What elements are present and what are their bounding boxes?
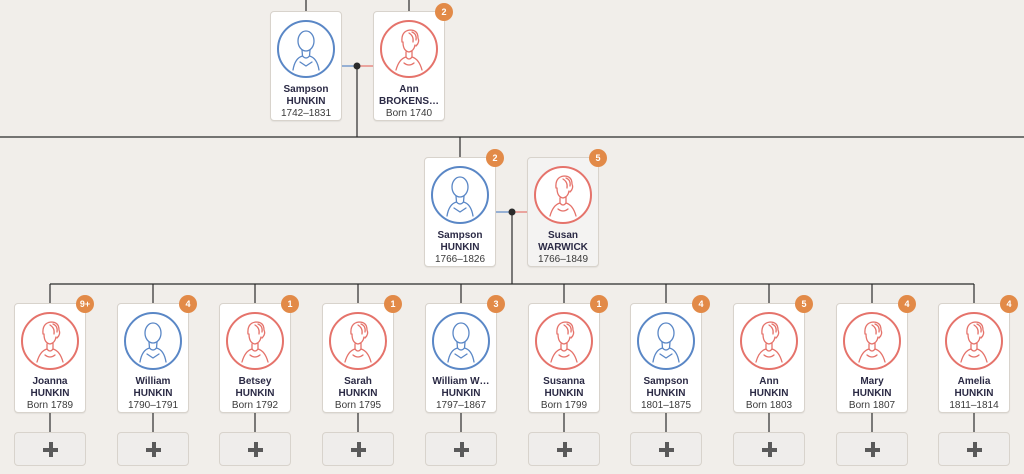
person-first-name: Ann (399, 84, 419, 95)
record-count-badge[interactable]: 9+ (76, 295, 94, 313)
record-count-badge[interactable]: 1 (281, 295, 299, 313)
record-count-badge[interactable]: 2 (486, 149, 504, 167)
avatar (380, 20, 438, 78)
record-count-badge[interactable]: 4 (1000, 295, 1018, 313)
record-count-badge[interactable]: 4 (898, 295, 916, 313)
person-dates: 1742–1831 (280, 108, 332, 119)
record-count-badge[interactable]: 4 (692, 295, 710, 313)
person-last-name: HUNKIN (338, 388, 378, 399)
add-child-button[interactable] (322, 432, 394, 466)
person-first-name: William (135, 376, 171, 387)
person-dates: Born 1799 (540, 400, 588, 411)
person-last-name: HUNKIN (286, 96, 326, 107)
avatar (329, 312, 387, 370)
person-first-name: Sampson (643, 376, 689, 387)
avatar (637, 312, 695, 370)
person-dates: 1811–1814 (949, 400, 999, 411)
person-dates: Born 1807 (848, 400, 896, 411)
add-child-button[interactable] (219, 432, 291, 466)
person-last-name: HUNKIN (852, 388, 892, 399)
person-first-name: Ann (759, 376, 779, 387)
record-count-badge[interactable]: 5 (589, 149, 607, 167)
avatar (277, 20, 335, 78)
person-last-name: HUNKIN (133, 388, 173, 399)
person-last-name: HUNKIN (544, 388, 584, 399)
avatar (432, 312, 490, 370)
person-first-name: Susanna (543, 376, 585, 387)
avatar (843, 312, 901, 370)
person-dates: Born 1795 (334, 400, 382, 411)
record-count-badge[interactable]: 2 (435, 3, 453, 21)
add-child-button[interactable] (14, 432, 86, 466)
person-last-name: HUNKIN (954, 388, 994, 399)
record-count-badge[interactable]: 3 (487, 295, 505, 313)
avatar (945, 312, 1003, 370)
person-first-name: Susan (547, 230, 578, 241)
add-child-button[interactable] (425, 432, 497, 466)
person-last-name: HUNKIN (749, 388, 789, 399)
person-dates: 1766–1826 (434, 254, 486, 265)
avatar (740, 312, 798, 370)
record-count-badge[interactable]: 4 (179, 295, 197, 313)
add-child-button[interactable] (117, 432, 189, 466)
person-last-name: BROKENS… (378, 96, 439, 107)
add-child-button[interactable] (938, 432, 1010, 466)
person-last-name: HUNKIN (235, 388, 275, 399)
person-dates: Born 1792 (231, 400, 279, 411)
person-first-name: Joanna (32, 376, 68, 387)
avatar (124, 312, 182, 370)
person-last-name: WARWICK (538, 242, 588, 253)
person-dates: 1797–1867 (435, 400, 487, 411)
person-last-name: HUNKIN (440, 242, 480, 253)
add-child-button[interactable] (630, 432, 702, 466)
avatar (535, 312, 593, 370)
person-dates: 1766–1849 (537, 254, 589, 265)
add-child-button[interactable] (528, 432, 600, 466)
person-last-name: HUNKIN (441, 388, 481, 399)
person-dates: Born 1740 (385, 108, 433, 119)
person-last-name: HUNKIN (646, 388, 686, 399)
person-dates: 1790–1791 (127, 400, 179, 411)
person-dates: 1801–1875 (640, 400, 692, 411)
person-first-name: Sampson (437, 230, 483, 241)
record-count-badge[interactable]: 1 (590, 295, 608, 313)
person-dates: Born 1803 (745, 400, 793, 411)
person-first-name: Amelia (957, 376, 991, 387)
person-first-name: Sampson (283, 84, 329, 95)
add-child-button[interactable] (836, 432, 908, 466)
add-child-button[interactable] (733, 432, 805, 466)
record-count-badge[interactable]: 5 (795, 295, 813, 313)
person-last-name: HUNKIN (30, 388, 70, 399)
person-first-name: Mary (860, 376, 884, 387)
avatar (21, 312, 79, 370)
avatar (431, 166, 489, 224)
person-dates: Born 1789 (26, 400, 74, 411)
avatar (534, 166, 592, 224)
person-first-name: Betsey (238, 376, 272, 387)
person-first-name: William W… (432, 376, 490, 387)
avatar (226, 312, 284, 370)
person-first-name: Sarah (344, 376, 372, 387)
record-count-badge[interactable]: 1 (384, 295, 402, 313)
